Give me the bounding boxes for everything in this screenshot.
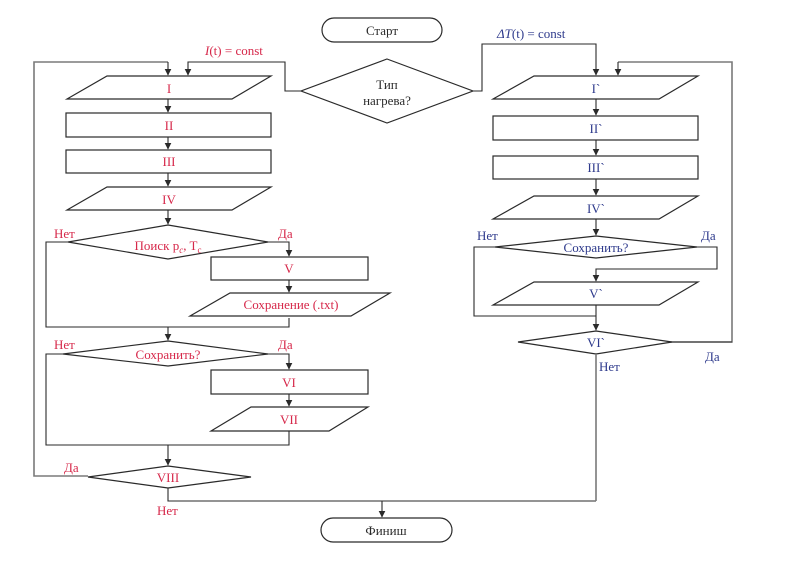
left-save-txt-label: Сохранение (.txt) [244,297,339,312]
right-save-no: Нет [477,228,498,243]
left-loop-back [33,61,168,477]
left-viii-yes: Да [64,460,79,475]
start-label: Старт [366,23,398,38]
left-block-vii [208,406,371,432]
left-search-label: Поиск pc, Tc [135,238,202,255]
right-block-iv [490,195,701,220]
start-terminal [321,17,443,43]
left-save-decision [62,340,269,367]
right-block-vi-label: VI` [587,335,605,350]
left-block-vii-label: VII [280,412,298,427]
left-search-no: Нет [54,226,75,241]
left-block-iv [64,186,274,211]
finish-label: Финиш [365,523,406,538]
heating-type-label-2: нагрева? [363,93,411,108]
left-block-viii-label: VIII [157,470,179,485]
left-block-iv-label: IV [162,192,176,207]
left-block-v-label: V [284,261,294,276]
right-save-decision [494,235,698,259]
right-block-iv-label: IV` [587,201,605,216]
left-save-yes: Да [278,337,293,352]
heating-type-label-1: Тип [376,77,398,92]
right-block-ii-label: II` [590,121,603,136]
left-search-decision [67,224,269,260]
right-save-yes: Да [701,228,716,243]
right-block-iii-label: III` [587,160,604,175]
right-condition: ΔT(t) = const [496,26,566,41]
left-block-vi [210,369,369,395]
left-save-label: Сохранить? [136,347,201,362]
left-save-txt [187,292,393,317]
left-block-ii-label: II [165,118,174,133]
right-vi-no: Нет [599,359,620,374]
right-block-v-label: V` [589,286,603,301]
left-block-i-label: I [167,81,171,96]
left-block-vi-label: VI [282,375,296,390]
finish-terminal [320,517,453,543]
right-block-v [490,281,701,306]
left-block-i [64,75,274,100]
right-save-label: Сохранить? [564,240,629,255]
left-save-no: Нет [54,337,75,352]
left-search-yes: Да [278,226,293,241]
right-block-i [490,75,701,100]
right-vi-yes: Да [705,349,720,364]
right-branch-connector [473,43,600,92]
heating-type-decision [299,58,475,124]
right-block-i-label: I` [592,81,601,96]
left-condition: I(t) = const [204,43,263,58]
left-branch-connector [184,61,301,92]
left-viii-no: Нет [157,503,178,518]
left-block-iii-label: III [163,154,176,169]
